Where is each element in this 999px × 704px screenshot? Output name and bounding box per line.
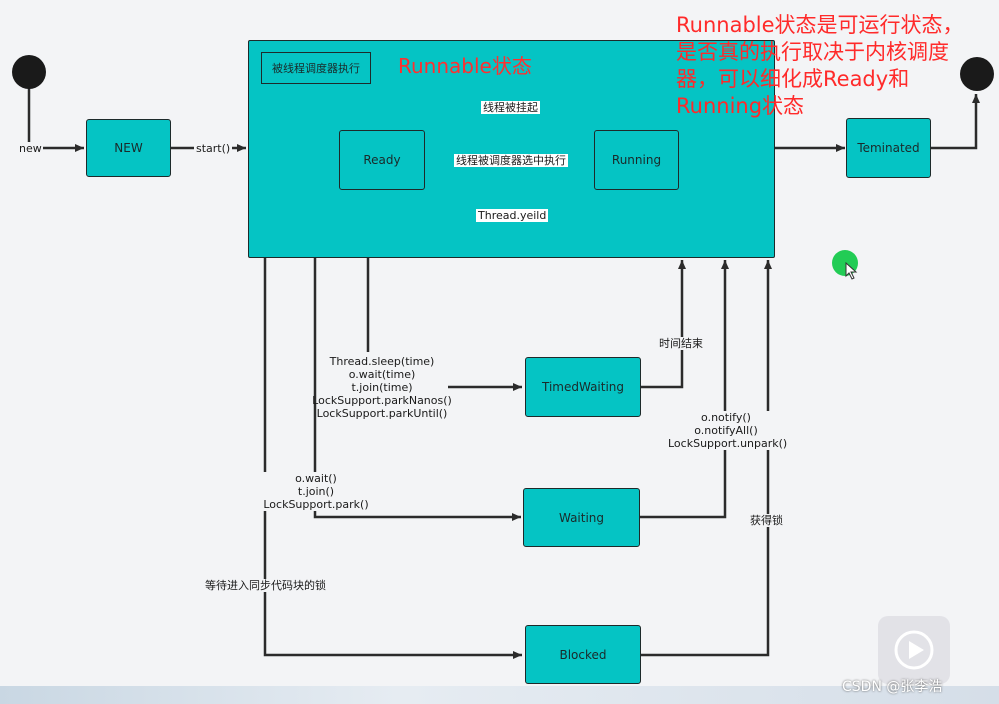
- label-timed-calls: Thread.sleep(time) o.wait(time) t.join(t…: [312, 355, 452, 420]
- note-line-1: Runnable状态是可运行状态，: [676, 13, 964, 37]
- video-play-button[interactable]: [878, 616, 950, 684]
- state-new: NEW: [86, 119, 171, 177]
- scheduler-label: 被线程调度器执行: [261, 52, 371, 84]
- edge-time-over: [641, 260, 686, 389]
- state-blocked: Blocked: [525, 625, 641, 684]
- note-line-3: 器，可以细化成Ready和: [676, 67, 910, 91]
- state-waiting: Waiting: [523, 488, 640, 547]
- video-bottom-strip: [0, 686, 999, 704]
- label-yield: Thread.yeild: [476, 209, 549, 222]
- label-notify-calls: o.notify() o.notifyAll() LockSupport.unp…: [668, 411, 788, 450]
- state-terminated: Teminated: [846, 118, 931, 178]
- edge-notify: [640, 260, 729, 519]
- label-start: start(): [194, 142, 233, 155]
- edge-wait: [313, 258, 521, 521]
- edge-end: [931, 94, 980, 150]
- note-line-4: Running状态: [676, 94, 805, 118]
- timed-call-2: o.wait(time): [348, 368, 416, 381]
- edge-got-lock: [641, 260, 772, 657]
- label-time-over: 时间结束: [659, 337, 703, 350]
- pointer-icon: [845, 262, 858, 280]
- watermark: CSDN @张李浩: [842, 679, 943, 695]
- edge-blocked: [263, 258, 522, 659]
- runnable-title: Runnable状态: [398, 54, 532, 78]
- notify-call-2: o.notifyAll(): [694, 424, 758, 437]
- state-timed-waiting: TimedWaiting: [525, 357, 641, 417]
- label-suspended: 线程被挂起: [481, 101, 540, 114]
- start-node: [12, 55, 46, 89]
- label-got-lock: 获得锁: [750, 514, 783, 527]
- edge-new: [27, 86, 84, 152]
- timed-call-5: LockSupport.parkUntil(): [316, 407, 448, 420]
- wait-call-3: LockSupport.park(): [263, 498, 369, 511]
- wait-call-2: t.join(): [297, 485, 335, 498]
- label-wait-lock: 等待进入同步代码块的锁: [205, 579, 326, 592]
- timed-call-3: t.join(time): [351, 381, 413, 394]
- state-running: Running: [594, 130, 679, 190]
- label-wait-calls: o.wait() t.join() LockSupport.park(): [262, 472, 370, 511]
- runnable-note: Runnable状态是可运行状态， 是否真的执行取决于内核调度 器，可以细化成R…: [676, 12, 996, 120]
- timed-call-1: Thread.sleep(time): [329, 355, 435, 368]
- label-selected: 线程被调度器选中执行: [454, 154, 568, 167]
- wait-call-1: o.wait(): [295, 472, 337, 485]
- note-line-2: 是否真的执行取决于内核调度: [676, 40, 949, 64]
- notify-call-3: LockSupport.unpark(): [668, 437, 788, 450]
- end-node: [960, 57, 994, 91]
- state-ready: Ready: [339, 130, 425, 190]
- timed-call-4: LockSupport.parkNanos(): [312, 394, 452, 407]
- play-icon: [894, 630, 934, 670]
- label-new: new: [18, 142, 43, 155]
- cursor-highlight: [832, 250, 858, 280]
- notify-call-1: o.notify(): [701, 411, 751, 424]
